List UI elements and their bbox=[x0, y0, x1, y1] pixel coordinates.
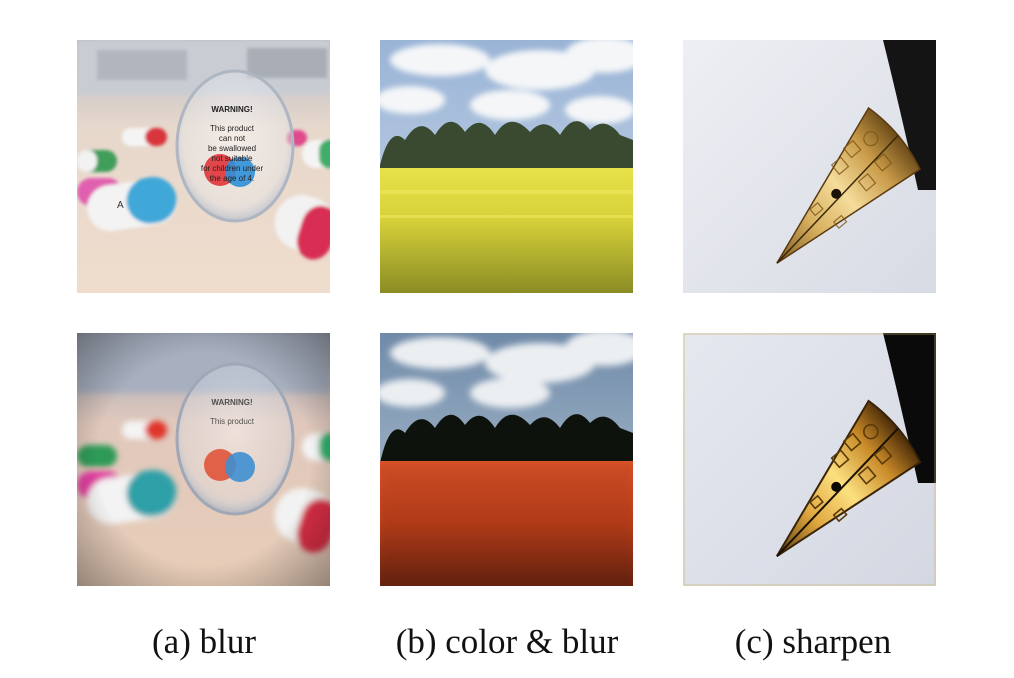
warning-line-6: the age of 4. bbox=[210, 174, 254, 183]
caption-sharpen: (c) sharpen bbox=[734, 622, 892, 661]
pen-nib-sharpened-image bbox=[683, 333, 936, 586]
warning-line-4: not suitable bbox=[212, 154, 253, 163]
caption-color-blur: (b) color & blur bbox=[395, 622, 619, 661]
caption-blur: (a) blur bbox=[152, 622, 256, 661]
warning-line-1: This product bbox=[210, 124, 255, 133]
pen-nib-original-image bbox=[683, 40, 936, 293]
warning-line-5: for children under bbox=[201, 164, 264, 173]
pills-original-image: A WARNING! This product can not be swall… bbox=[77, 40, 330, 293]
field-original-image bbox=[380, 40, 633, 293]
warning-line-2: can not bbox=[219, 134, 246, 143]
warning-title: WARNING! bbox=[211, 105, 252, 114]
warning-line-3: be swallowed bbox=[208, 144, 256, 153]
capsule-letter: A bbox=[117, 200, 124, 211]
pills-blurred-image: WARNING! This product bbox=[77, 333, 330, 586]
field-color-blur-image bbox=[380, 333, 633, 586]
